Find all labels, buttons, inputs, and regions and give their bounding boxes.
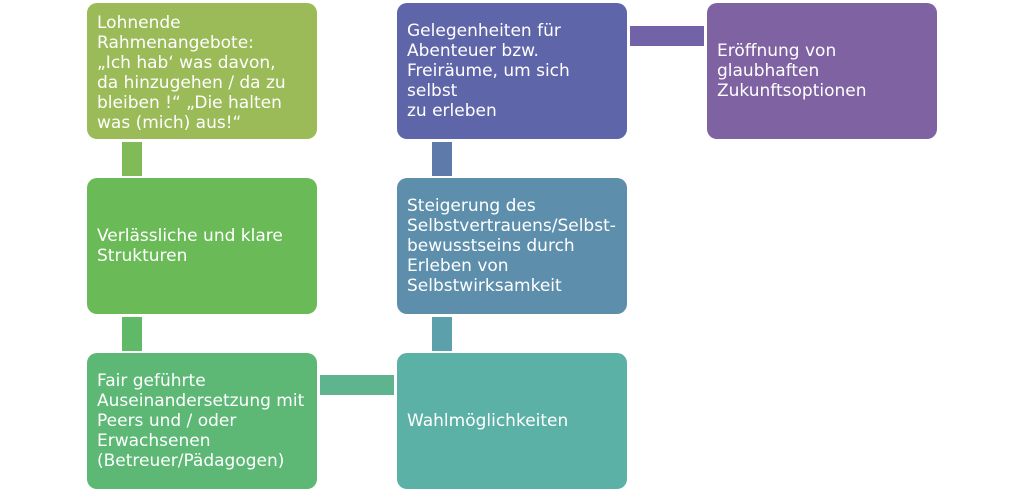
node-verlaessliche-strukturen: Verlässliche und klare Strukturen xyxy=(87,178,317,314)
connector-wahl-steigerung xyxy=(432,317,452,351)
node-fair-gefuehrte-auseinandersetzung: Fair geführte Auseinandersetzung mit Pee… xyxy=(87,353,317,489)
node-steigerung-selbstvertrauen: Steigerung des Selbstvertrauens/Selbst- … xyxy=(397,178,627,314)
connector-gelegenheiten-eroeffnung xyxy=(630,26,704,46)
connector-lohnende-verlaessliche xyxy=(122,142,142,176)
connector-fair-wahl xyxy=(320,375,394,395)
connector-verlaessliche-fair xyxy=(122,317,142,351)
node-wahlmoeglichkeiten: Wahlmöglichkeiten xyxy=(397,353,627,489)
connector-steigerung-gelegenheiten xyxy=(432,142,452,176)
node-gelegenheiten-abenteuer: Gelegenheiten für Abenteuer bzw. Freiräu… xyxy=(397,3,627,139)
node-lohnende-rahmenangebote: Lohnende Rahmenangebote: „Ich hab‘ was d… xyxy=(87,3,317,139)
node-eroeffnung-zukunftsoptionen: Eröffnung von glaubhaften Zukunftsoption… xyxy=(707,3,937,139)
